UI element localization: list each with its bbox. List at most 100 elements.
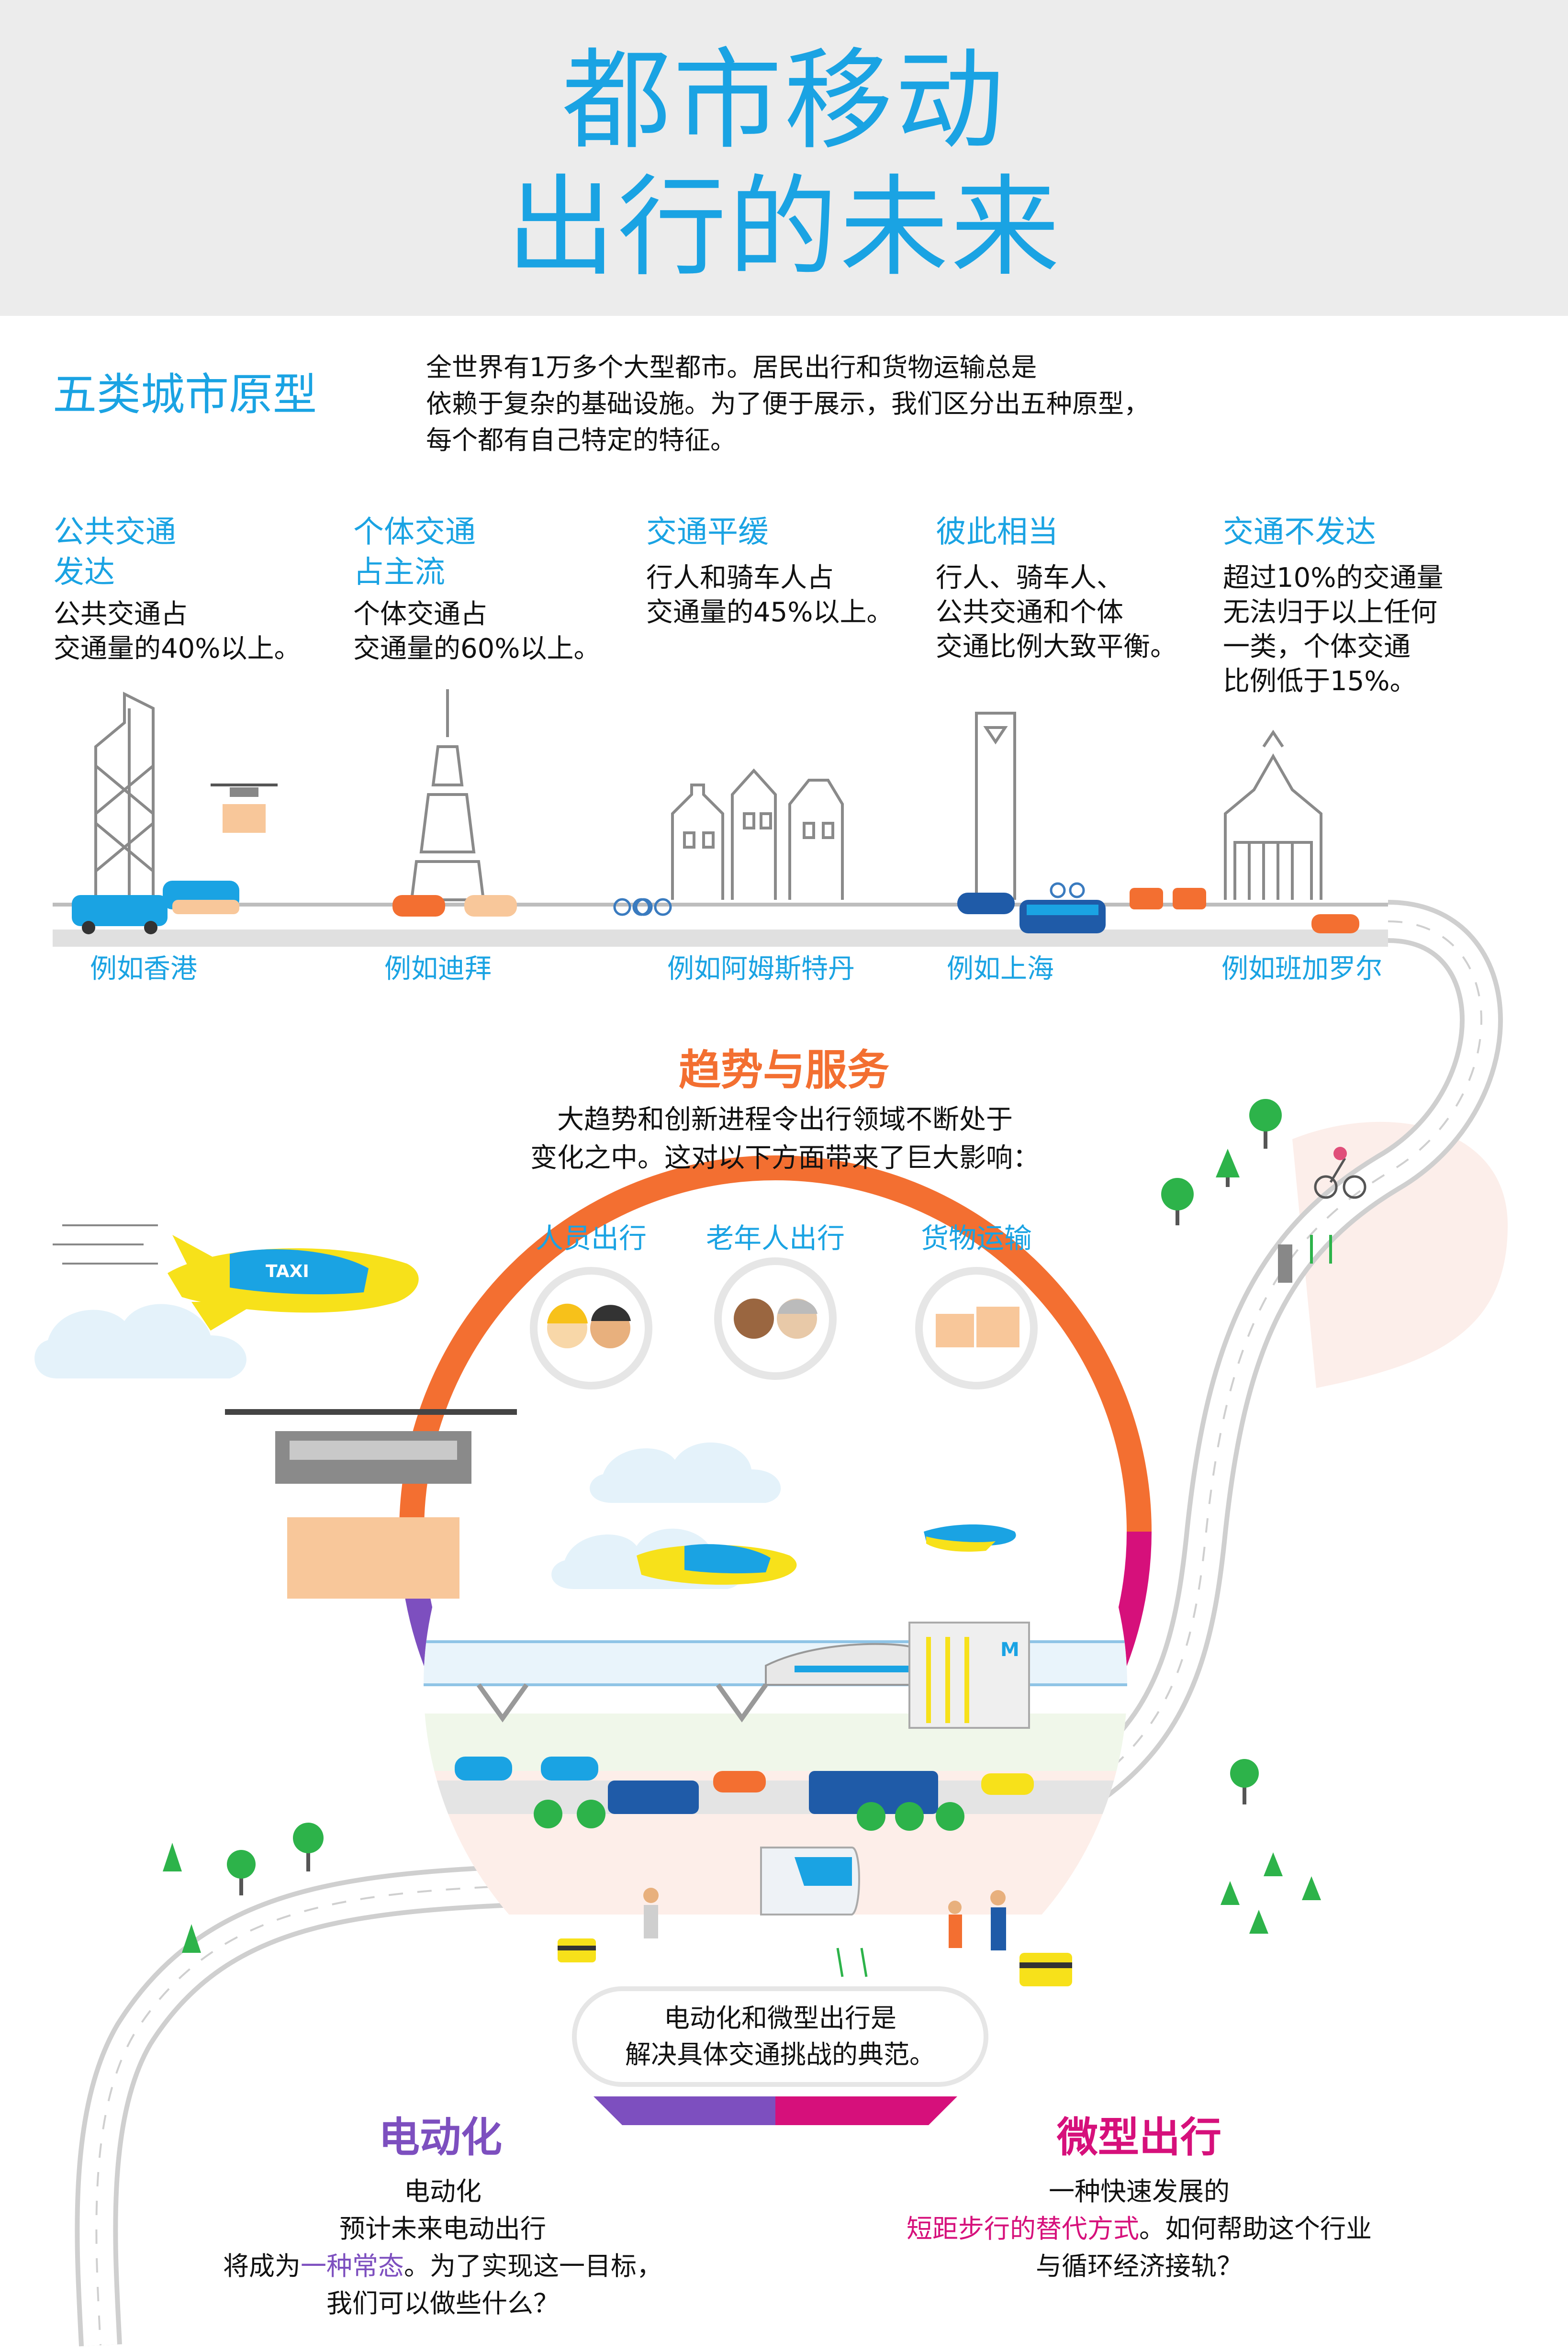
- car-icon: [163, 881, 239, 914]
- archetype-public-transit: 公共交通 发达 公共交通占 交通量的40%以上。: [54, 512, 331, 666]
- tree-icon: [1230, 1759, 1259, 1804]
- scooter-icon: [836, 1948, 868, 1977]
- archetype-desc: 公共交通和个体: [936, 597, 1123, 628]
- micromobility-text: 一种快速发展的 短距步行的替代方式。如何帮助这个行业 与循环经济接轨？: [833, 2173, 1445, 2285]
- dubai-tower-icon: [410, 689, 485, 901]
- cloud-icon: [34, 1304, 246, 1378]
- trends-intro-line: 大趋势和创新进程令出行领域不断处于: [557, 1104, 1013, 1135]
- delivery-robot-icon: [558, 1938, 596, 1962]
- archetypes-heading: 五类城市原型: [53, 369, 317, 420]
- micromobility-line: 短距步行的替代方式。如何帮助这个行业: [833, 2210, 1445, 2248]
- archetype-title: 占主流: [353, 555, 445, 590]
- bus-icon: [1019, 900, 1106, 933]
- car-icon: [392, 895, 445, 917]
- archetype-desc: 比例低于15%。: [1223, 666, 1417, 697]
- archetype-calm-traffic: 交通平缓 行人和骑车人占 交通量的45%以上。: [646, 512, 924, 630]
- bubble-line: 电动化和微型出行是: [664, 2003, 896, 2033]
- example-hong-kong: 例如香港: [90, 953, 197, 985]
- archetype-desc: 公共交通占: [54, 599, 188, 630]
- bus-icon: [608, 1781, 699, 1814]
- hong-kong-tower-icon: [94, 692, 155, 900]
- seniors-icon: [714, 1257, 837, 1380]
- tree-icon: [1161, 1178, 1194, 1225]
- archetype-title: 个体交通: [353, 515, 476, 550]
- text-span: 。如何帮助这个行业: [1139, 2214, 1372, 2244]
- electrification-line: 预计未来电动出行: [339, 2214, 546, 2244]
- taxi-label: TAXI: [266, 1262, 309, 1281]
- delivery-robot-icon: [1019, 1953, 1072, 1986]
- electrification-line: 将成为一种常态。为了实现这一目标，: [191, 2248, 694, 2285]
- tree-icon: [163, 1843, 182, 1871]
- category-freight: 货物运输: [920, 1222, 1032, 1254]
- flying-taxi-icon: [924, 1524, 1016, 1552]
- tree-icon: [857, 1802, 885, 1831]
- micromobility-line: 一种快速发展的: [1049, 2176, 1230, 2206]
- header-band: [0, 0, 1568, 316]
- car-icon: [713, 1771, 766, 1792]
- tree-icon: [936, 1802, 964, 1831]
- example-amsterdam: 例如阿姆斯特丹: [667, 953, 855, 985]
- car-icon: [957, 893, 1015, 914]
- archetype-desc: 个体交通占: [353, 599, 487, 630]
- delivery-drone-icon: [211, 784, 278, 833]
- electrification-heading: 电动化: [379, 2114, 502, 2162]
- electrification-line: 我们可以做些什么？: [326, 2288, 559, 2318]
- archetype-title: 交通平缓: [646, 515, 769, 550]
- tree-icon: [227, 1850, 256, 1895]
- intro-line: 每个都有自己特定的特征。: [426, 425, 736, 455]
- electrification-text: 电动化 预计未来电动出行 将成为一种常态。为了实现这一目标， 我们可以做些什么？: [191, 2173, 694, 2322]
- focus-bubble: 电动化和微型出行是 解决具体交通挑战的典范。: [572, 1986, 988, 2087]
- amsterdam-houses-icon: [671, 768, 844, 900]
- archetypes-intro: 全世界有1万多个大型都市。居民出行和货物运输总是 依赖于复杂的基础设施。为了便于…: [426, 349, 1383, 459]
- page-title-line2: 出行的未来: [506, 164, 1062, 291]
- example-bangalore: 例如班加罗尔: [1221, 953, 1382, 985]
- flying-taxi-icon: [53, 1224, 419, 1331]
- shanghai-tower-icon: [975, 712, 1016, 900]
- car-icon: [1311, 914, 1359, 933]
- tree-icon: [534, 1800, 562, 1828]
- page-title-line1: 都市移动: [562, 37, 1006, 164]
- archetype-private-transport: 个体交通 占主流 个体交通占 交通量的60%以上。: [353, 512, 631, 666]
- trends-intro: 大趋势和创新进程令出行领域不断处于 变化之中。这对以下方面带来了巨大影响：: [440, 1101, 1130, 1177]
- archetype-desc: 超过10%的交通量: [1223, 562, 1444, 594]
- archetype-title: 彼此相当: [936, 515, 1058, 550]
- people-icon: [530, 1267, 652, 1389]
- highlight-normal: 一种常态: [301, 2251, 404, 2281]
- archetype-desc: 交通量的45%以上。: [646, 597, 894, 628]
- archetype-desc: 交通量的60%以上。: [353, 633, 601, 664]
- micromobility-line: 与循环经济接轨？: [1036, 2251, 1243, 2281]
- archetype-title: 发达: [54, 555, 115, 590]
- bicycle-icon: [1050, 882, 1085, 898]
- tree-icon: [1216, 1149, 1240, 1187]
- text-span: 。为了实现这一目标，: [404, 2251, 662, 2281]
- car-icon: [464, 895, 517, 917]
- micromobility-heading: 微型出行: [1057, 2114, 1221, 2162]
- bubble-line: 解决具体交通挑战的典范。: [625, 2039, 935, 2070]
- category-people: 人员出行: [535, 1222, 647, 1254]
- bicycle-icon: [613, 898, 672, 916]
- tree-icon: [182, 1924, 201, 1953]
- tree-icon: [1249, 1910, 1268, 1934]
- cloud-icon: [590, 1442, 781, 1503]
- archetype-desc: 行人和骑车人占: [646, 562, 834, 594]
- tree-icon: [577, 1800, 605, 1828]
- pedestrian-icon: [948, 1901, 962, 1948]
- tree-icon: [1264, 1852, 1283, 1876]
- car-icon: [455, 1757, 512, 1781]
- archetype-desc: 交通量的40%以上。: [54, 633, 301, 664]
- trends-heading: 趋势与服务: [678, 1045, 889, 1095]
- bangalore-palace-icon: [1224, 729, 1322, 900]
- car-icon: [541, 1757, 598, 1781]
- trends-intro-line: 变化之中。这对以下方面带来了巨大影响：: [530, 1142, 1040, 1174]
- category-seniors: 老年人出行: [706, 1222, 845, 1254]
- archetype-title: 公共交通: [54, 515, 176, 550]
- scooter-station-icon: [1278, 1235, 1332, 1283]
- metro-label: M: [1000, 1639, 1019, 1661]
- archetype-desc: 交通比例大致平衡。: [936, 631, 1177, 662]
- archetype-desc: 无法归于以上任何: [1223, 597, 1437, 628]
- archetype-desc: 行人、骑车人、: [936, 562, 1123, 594]
- archetype-balanced: 彼此相当 行人、骑车人、 公共交通和个体 交通比例大致平衡。: [936, 512, 1223, 664]
- pedestrian-icon: [643, 1888, 659, 1938]
- intro-line: 依赖于复杂的基础设施。为了便于展示，我们区分出五种原型，: [426, 389, 1150, 419]
